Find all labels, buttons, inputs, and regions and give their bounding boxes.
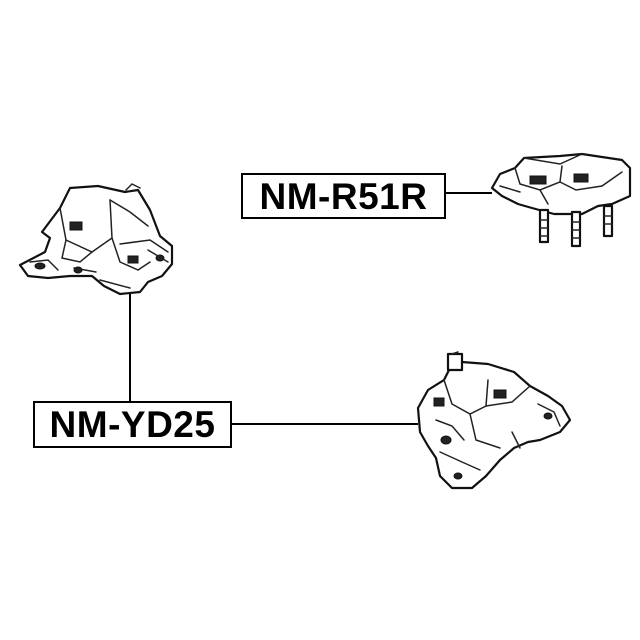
engine-mount-r51r-drawing [490, 152, 632, 248]
part-number-text: NM-R51R [259, 175, 428, 217]
part-number-text: NM-YD25 [49, 404, 216, 445]
engine-mount-yd25-drawing [416, 351, 572, 490]
engine-mount-left-drawing [18, 183, 174, 296]
part-number-label-yd25[interactable]: NM-YD25 [33, 401, 232, 448]
part-number-label-r51r[interactable]: NM-R51R [241, 173, 446, 219]
